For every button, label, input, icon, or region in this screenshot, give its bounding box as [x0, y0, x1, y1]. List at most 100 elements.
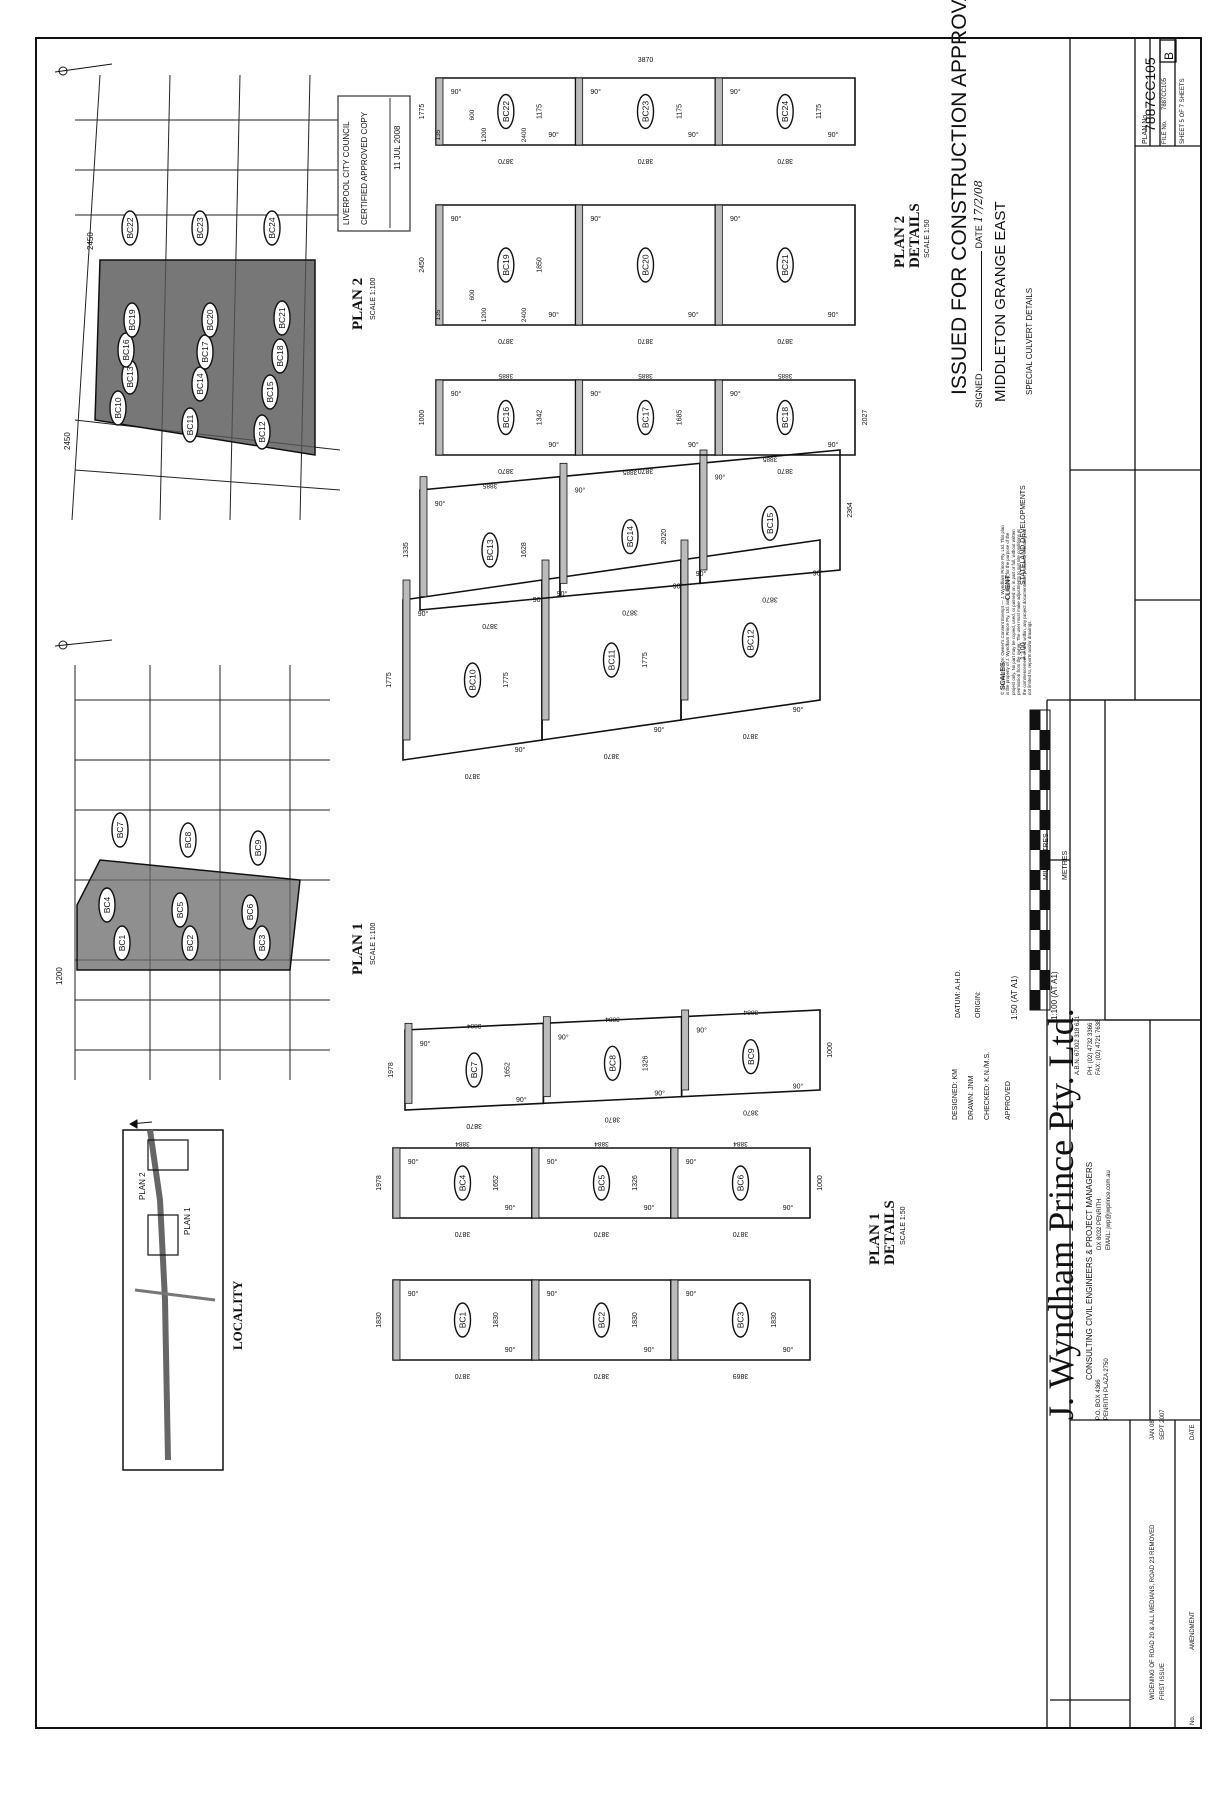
culvert-cell-label: BC17 — [196, 334, 214, 370]
culvert-cell-label: BC16 — [497, 399, 515, 436]
file-no: 7887CC105 — [1162, 77, 1168, 110]
inner-dim: 1830 — [771, 1312, 778, 1328]
drawing-title: SPECIAL CULVERT DETAILS — [1025, 287, 1034, 395]
culvert-cell-label: BC7 — [465, 1052, 483, 1088]
culvert-cell-label: BC18 — [776, 399, 794, 436]
wall-hatch — [542, 1016, 551, 1098]
length-dim: 3870 — [743, 732, 759, 739]
locality-plan1: PLAN 1 — [183, 1207, 192, 1235]
angle-label: 90° — [575, 487, 586, 495]
end-width-dim: 1000 — [817, 1175, 824, 1191]
culvert-cell-id: BC15 — [265, 381, 275, 403]
plan2-top-dim: 2450 — [86, 232, 95, 250]
culvert-cell-id: BC3 — [736, 1311, 746, 1328]
plan2-scale: SCALE 1:100 — [370, 277, 377, 320]
culvert-cell-id: BC11 — [185, 414, 195, 435]
scale-check — [1030, 790, 1040, 810]
culvert-cell-label: BC20 — [201, 302, 219, 338]
wall-hatch — [531, 1279, 540, 1361]
culvert-cell-id: BC12 — [257, 421, 267, 443]
top-length-dim: 3885 — [762, 455, 777, 462]
culvert-cell-id: BC2 — [185, 934, 195, 951]
angle-label: 90° — [673, 583, 684, 591]
angle-label: 90° — [688, 131, 699, 139]
culvert-cell-label: BC3 — [731, 1302, 750, 1338]
wall-hatch — [392, 1279, 401, 1361]
length-dim: 3870 — [498, 337, 514, 344]
culvert-cell-label: BC13 — [481, 532, 499, 568]
culvert-cell-label: BC19 — [497, 247, 515, 283]
width-dim: 2450 — [419, 257, 426, 273]
culvert-cell-label: BC8 — [179, 822, 197, 858]
culvert-cell-label: BC18 — [271, 338, 289, 374]
wall-hatch — [541, 559, 550, 721]
scale-check — [1030, 710, 1040, 730]
culvert-cell-id: BC8 — [608, 1055, 618, 1072]
culvert-cell-label: BC7 — [111, 812, 129, 848]
angle-label: 90° — [590, 390, 601, 398]
culvert-cell-id: BC17 — [200, 341, 210, 363]
length-dim: 3870 — [482, 622, 498, 629]
amendment-row-a: FIRST ISSUE — [1160, 1663, 1166, 1700]
amendment-row-b: WIDENING OF ROAD 20 & ALL MEDIANS, ROAD … — [1150, 1525, 1156, 1700]
width-dim: 1978 — [376, 1175, 383, 1191]
signed-line: SIGNED DATE 17/2/08 — [972, 180, 985, 408]
inner-dim: 1342 — [537, 410, 544, 426]
culvert-cell-id: BC1 — [458, 1311, 468, 1328]
width-dim: 1830 — [376, 1312, 383, 1328]
culvert-cell-id: BC14 — [625, 526, 635, 548]
length-dim: 3870 — [743, 1109, 759, 1116]
length-dim: 3870 — [466, 1122, 482, 1129]
wall-hatch — [699, 449, 708, 571]
plan1-width-dim: 1200 — [55, 967, 64, 985]
culvert-cell-id: BC5 — [597, 1174, 607, 1191]
angle-label: 90° — [688, 441, 699, 449]
checked: CHECKED: K.N./M.S. — [984, 1051, 991, 1120]
culvert-cell-label: BC4 — [453, 1165, 472, 1201]
inner-dim: 1652 — [504, 1062, 511, 1078]
angle-label: 90° — [451, 390, 462, 398]
detail-group: BC1990°90°1850387012006002400135BC2090°9… — [419, 204, 856, 344]
culvert-cell-id: BC20 — [205, 309, 215, 331]
length-dim: 3870 — [498, 467, 514, 474]
scale-check — [1030, 950, 1040, 970]
angle-label: 90° — [696, 570, 707, 578]
culvert-cell-id: BC15 — [765, 512, 775, 534]
angle-label: 90° — [644, 1204, 655, 1212]
inner-dim: 1830 — [493, 1312, 500, 1328]
angle-label: 90° — [644, 1346, 655, 1354]
scale-m-label: METRES — [1062, 850, 1069, 880]
width-dim: 1978 — [388, 1062, 395, 1078]
culvert-cell-id: BC1 — [117, 934, 127, 951]
angle-label: 90° — [548, 311, 559, 319]
culvert-cell-id: BC2 — [597, 1311, 607, 1328]
culvert-cell-label: BC21 — [776, 247, 794, 283]
culvert-cell-label: BC8 — [603, 1045, 622, 1082]
issued-stamp: ISSUED FOR CONSTRUCTION APPROVAL — [948, 0, 971, 395]
angle-label: 90° — [558, 1033, 569, 1041]
culvert-cell-id: BC16 — [501, 407, 511, 429]
culvert-cell-id: BC10 — [468, 669, 478, 691]
width-dim: 1775 — [419, 104, 426, 120]
locality-plan2: PLAN 2 — [138, 1172, 147, 1200]
top-length-dim: 3885 — [498, 372, 513, 379]
angle-label: 90° — [420, 1040, 431, 1048]
angle-label: 90° — [418, 610, 429, 618]
plan2-details-scale: SCALE 1:50 — [924, 219, 931, 258]
culvert-cell-label: BC23 — [191, 210, 209, 246]
culvert-cell-id: BC5 — [175, 901, 185, 918]
copyright-notice: © Copyright Notice: Owner's Consent Exem… — [1000, 525, 1033, 695]
wall-hatch — [575, 379, 584, 456]
culvert-cell-label: BC24 — [263, 210, 281, 246]
culvert-cell-label: BC9 — [742, 1038, 760, 1075]
length-dim: 3870 — [638, 467, 654, 474]
culvert-cell-id: BC12 — [746, 629, 756, 651]
wall-hatch — [435, 204, 444, 326]
wall-hatch — [402, 579, 411, 741]
wall-hatch — [714, 77, 723, 146]
length-dim: 3870 — [465, 772, 481, 779]
culvert-cell-id: BC7 — [115, 821, 125, 838]
company-po-box: P.O. BOX 4366 — [1096, 1379, 1102, 1420]
notch-dim: 135 — [435, 129, 442, 140]
